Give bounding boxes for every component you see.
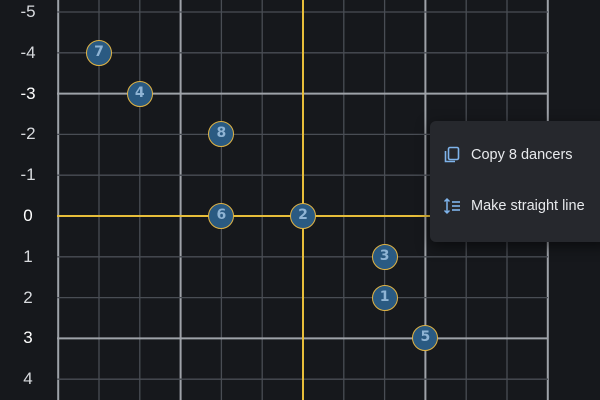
context-menu: Copy 8 dancers Make straight line	[430, 121, 600, 242]
dancer-marker[interactable]: 1	[371, 284, 398, 311]
row-label: -4	[20, 42, 36, 62]
dancer-marker[interactable]: 3	[371, 243, 398, 270]
row-label: -2	[20, 124, 36, 144]
make-straight-line-label: Make straight line	[471, 198, 585, 214]
dancer-marker[interactable]: 8	[208, 121, 235, 148]
row-label: 2	[23, 287, 33, 307]
row-label: 4	[23, 369, 33, 389]
dancer-marker[interactable]: 5	[412, 325, 439, 352]
row-label: -3	[20, 83, 36, 103]
row-label: 3	[23, 328, 33, 348]
dancer-marker[interactable]: 4	[126, 80, 153, 107]
sort-lines-icon	[443, 197, 460, 215]
make-straight-line-menu-item[interactable]: Make straight line	[430, 186, 600, 226]
row-label: -1	[20, 165, 36, 185]
row-label: 1	[23, 246, 33, 266]
dancer-marker[interactable]: 2	[290, 203, 316, 229]
row-label: -5	[20, 2, 36, 21]
row-label: 0	[23, 206, 33, 225]
dancer-marker[interactable]: 7	[86, 39, 112, 66]
dancer-marker[interactable]: 6	[208, 203, 235, 229]
copy-dancers-label: Copy 8 dancers	[471, 147, 573, 163]
copy-icon	[444, 146, 460, 163]
copy-dancers-menu-item[interactable]: Copy 8 dancers	[430, 135, 600, 175]
